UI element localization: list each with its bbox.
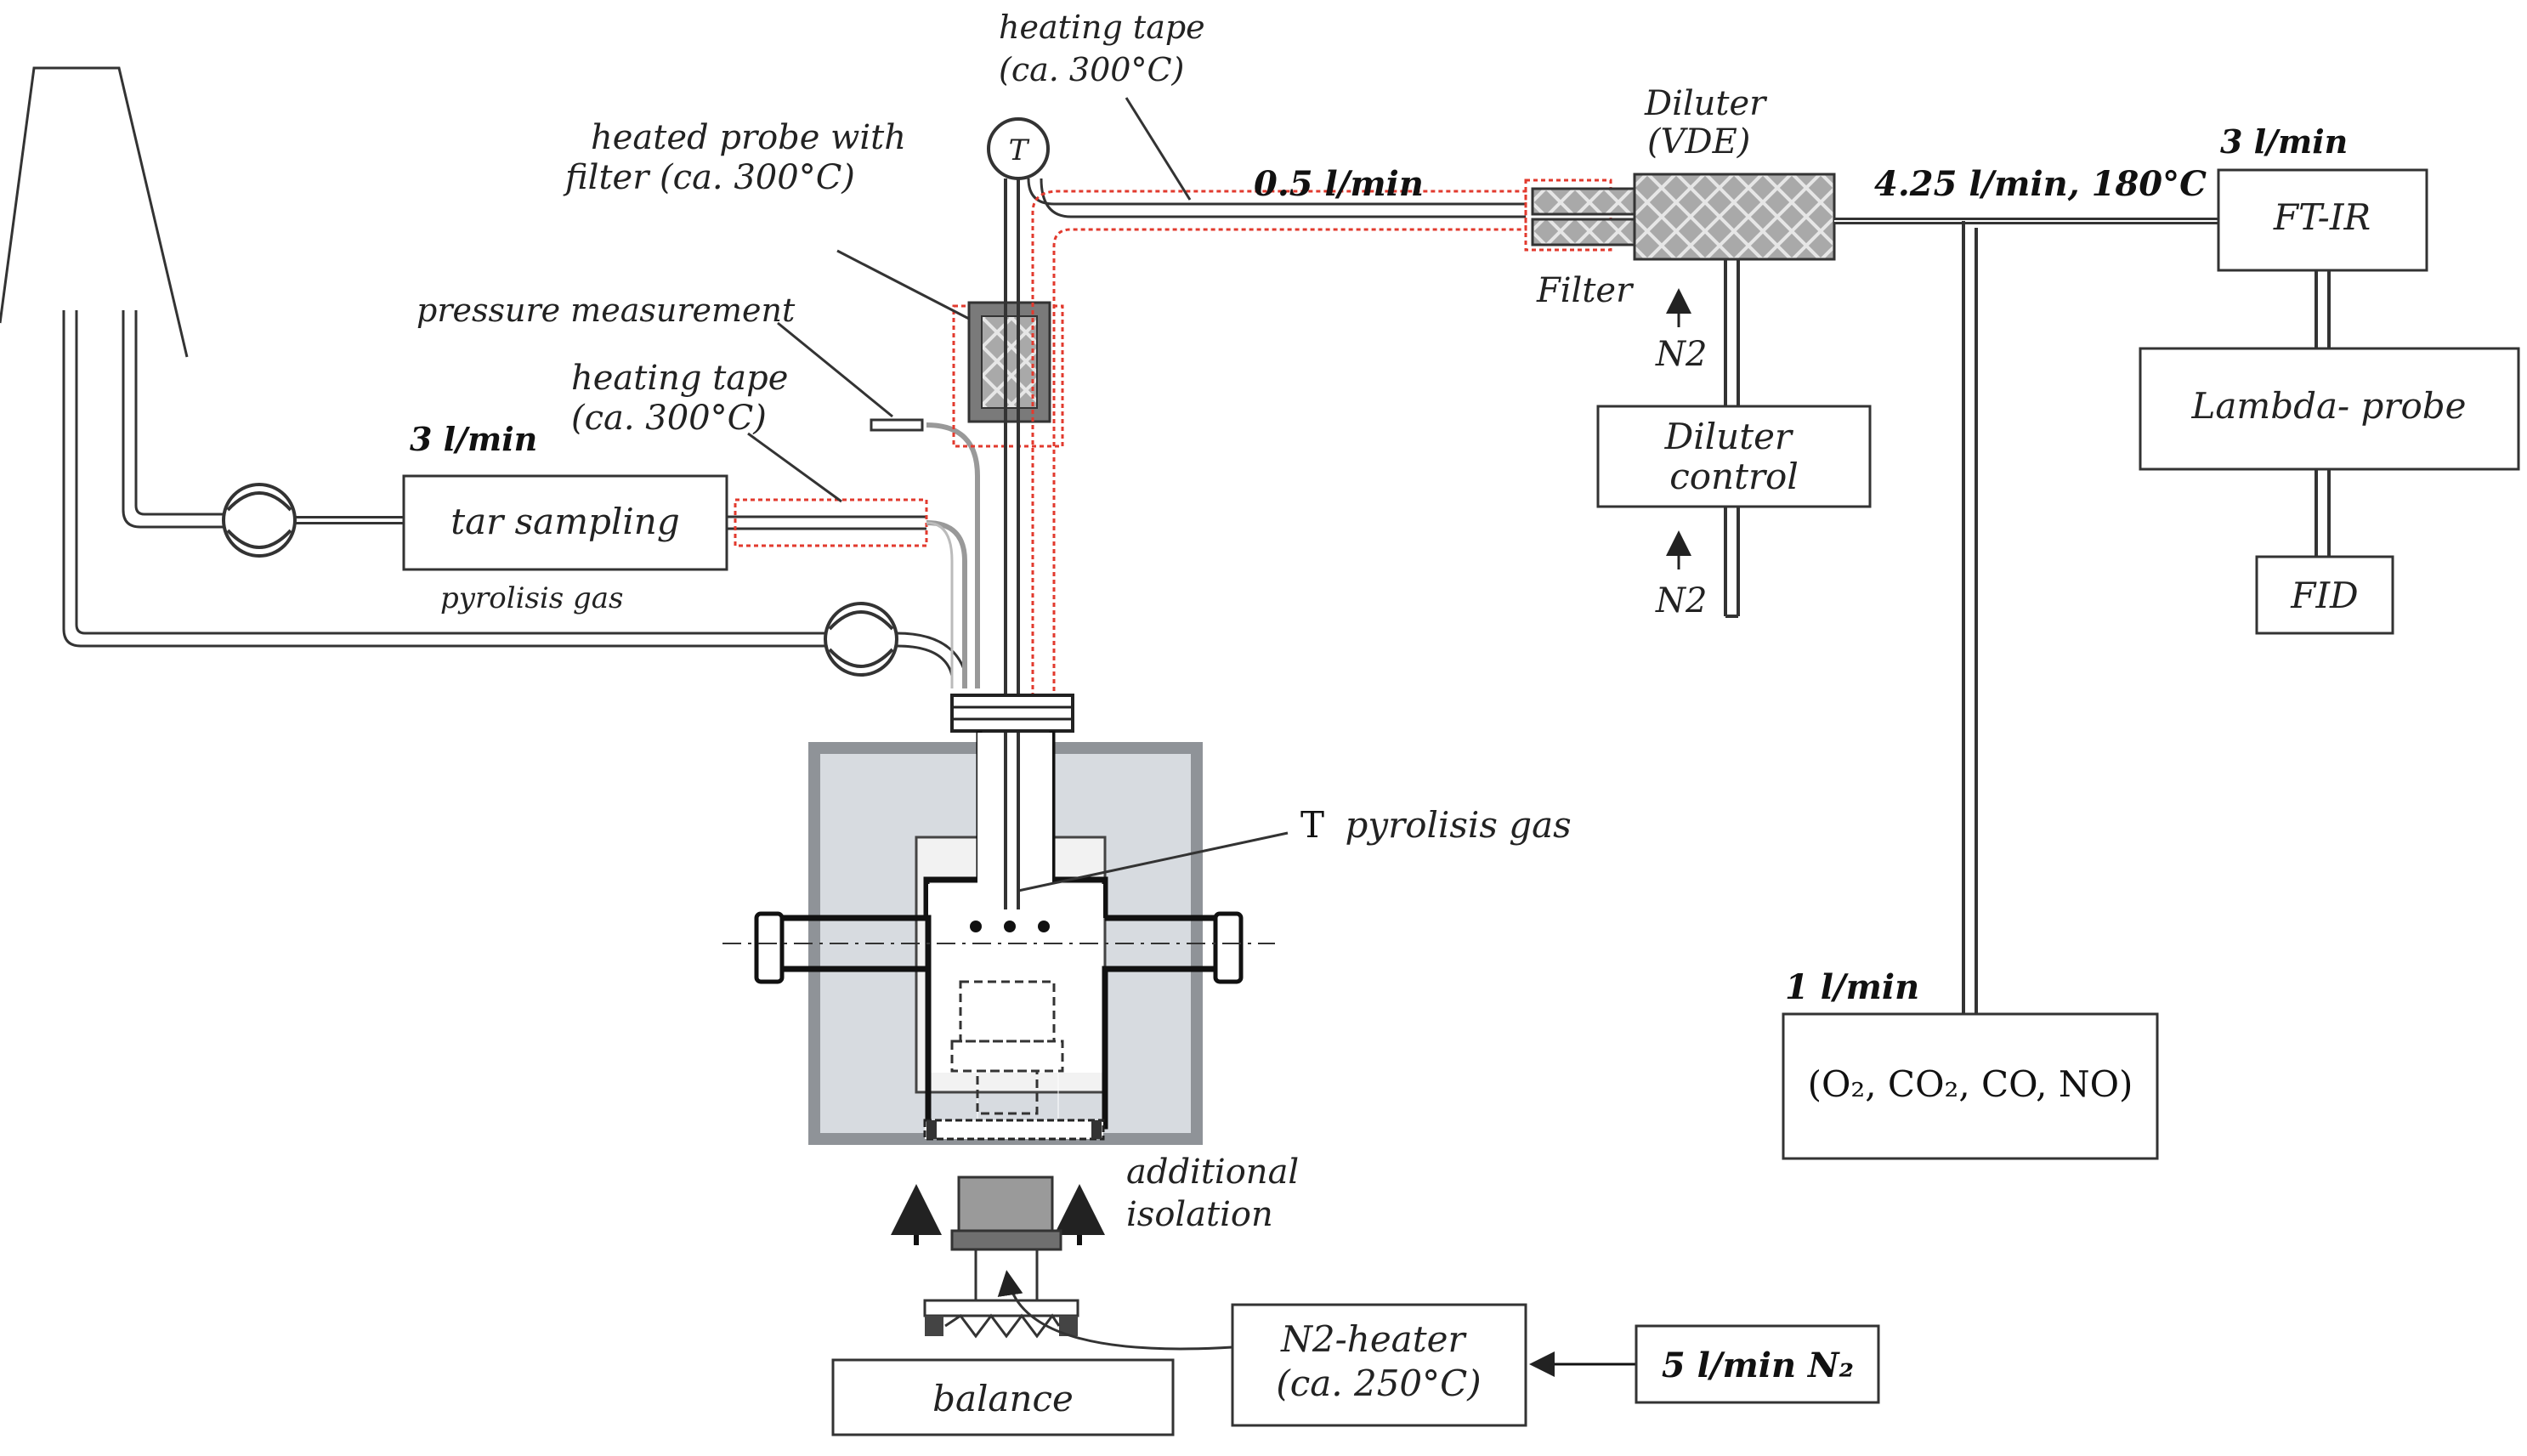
n2-heater-box — [1231, 1303, 1527, 1427]
sample-holder — [950, 980, 1064, 1115]
label-lambda-probe: Lambda- probe — [2190, 385, 2466, 427]
label-n2-lower: N2 — [1655, 581, 1707, 620]
label-flow-3-right: 3 l/min — [2220, 122, 2348, 161]
thermometer-icon: T — [987, 117, 1050, 180]
label-flow-4-25: 4.25 l/min, 180°C — [1874, 164, 2207, 204]
analyzer-branch-line — [1962, 221, 1978, 1016]
label-diluter-control: Diluter control — [1664, 416, 1804, 497]
leader-heating-tape-left — [747, 432, 842, 503]
label-n2-upper: N2 — [1655, 335, 1707, 374]
chimney — [0, 66, 189, 358]
label-filter: Filter — [1536, 271, 1635, 310]
diluter-control-box — [1596, 405, 1872, 508]
reactor-bottom-flange — [923, 1119, 1105, 1141]
pump-lower-icon — [824, 602, 966, 688]
exhaust-pipe-upper — [122, 310, 225, 529]
balance-weight-assembly — [923, 1176, 1079, 1339]
lambda-fid-connector — [2315, 469, 2331, 557]
gas-outlet-holes — [970, 921, 1050, 932]
svg-text:T: T — [1009, 133, 1030, 167]
label-additional-isolation: additional isolation — [1126, 1153, 1310, 1234]
gas-analyzer-box — [1782, 1012, 2159, 1160]
label-flow-1: 1 l/min — [1785, 967, 1919, 1007]
label-n2-heater: N2-heater (ca. 250°C) — [1276, 1318, 1481, 1404]
n2-feed-line — [997, 1270, 1233, 1351]
label-diluter-vde: Diluter (VDE) — [1644, 84, 1776, 161]
n2-supply-box — [1635, 1324, 1880, 1404]
leader-t-pyrolisis — [1017, 831, 1289, 892]
label-gas-analyzer: (O₂, CO₂, CO, NO) — [1808, 1063, 2133, 1105]
heated-probe-filter — [836, 249, 1064, 448]
lambda-probe-box — [2139, 347, 2520, 471]
sampling-lines-grey — [926, 422, 980, 688]
ftir-lambda-connector — [2315, 270, 2331, 348]
label-flow-3-left: 3 l/min — [410, 420, 537, 458]
leader-heating-tape-top — [1125, 97, 1192, 201]
label-heated-probe: heated probe with filter (ca. 300°C) — [563, 118, 917, 197]
label-t-pyrolisis-gas: T pyrolisis gas — [1300, 804, 1572, 846]
diluter-vde — [1524, 173, 1836, 261]
label-fid: FID — [2290, 575, 2358, 616]
label-ftir: FT-IR — [2273, 196, 2371, 238]
tar-sampling-box — [402, 474, 728, 571]
label-heating-tape-top: heating tape (ca. 300°C) — [999, 8, 1215, 88]
pressure-sensor — [777, 321, 924, 432]
label-tar-sampling: tar sampling — [450, 501, 679, 542]
label-pressure-measurement: pressure measurement — [416, 292, 796, 329]
fid-box — [2255, 555, 2394, 635]
label-heating-tape-left: heating tape (ca. 300°C) — [571, 359, 799, 438]
tar-sampling-line — [727, 498, 928, 547]
label-flow-0-5: 0.5 l/min — [1254, 164, 1424, 204]
pump-upper-icon — [222, 483, 404, 558]
exhaust-pipe-lower — [62, 310, 829, 648]
balance-box — [831, 1358, 1175, 1436]
label-n2-supply: 5 l/min N₂ — [1662, 1346, 1854, 1385]
label-pyrolisis-gas: pyrolisis gas — [440, 581, 624, 615]
reactor-flange-top — [950, 694, 1074, 733]
ftir-box — [2217, 168, 2428, 272]
label-balance: balance — [932, 1378, 1074, 1419]
reactor-side-flanges — [754, 911, 1244, 984]
